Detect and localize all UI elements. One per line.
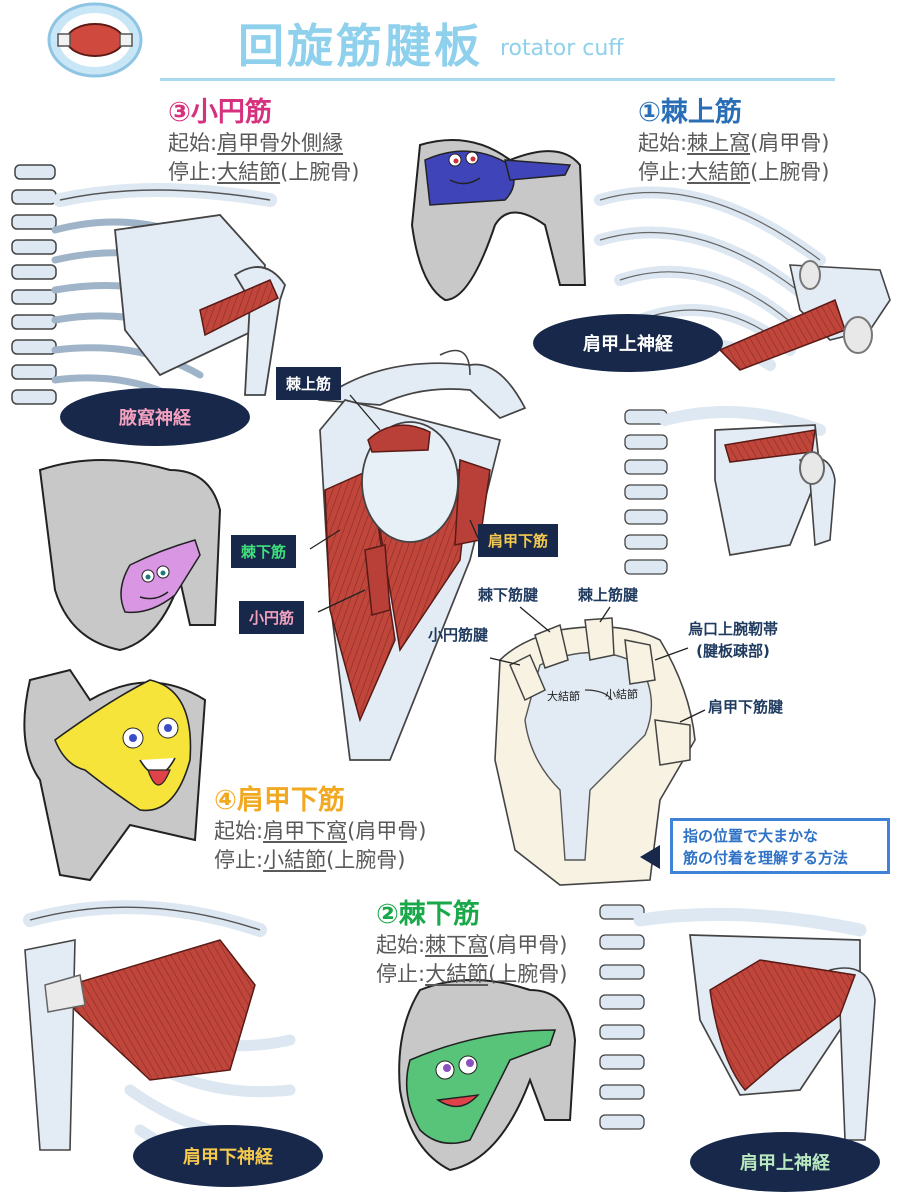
header-divider [160,78,835,81]
supraspinatus-info: ①棘上筋 起始:棘上窩(肩甲骨) 停止:大結節(上腕骨) [638,90,829,187]
subscapularis-character-figure [23,668,207,882]
ligament-label-group: 烏口上腕靭帯 (腱板疎部) [688,618,778,662]
suprascapular-nerve-label-top: 肩甲上神経 [533,314,723,372]
subscapularis-anterior-figure [23,900,296,1181]
center-label-supraspinatus: 棘上筋 [276,367,342,400]
supraspinatus-character-figure [410,139,587,302]
tendon-label-supraspinatus: 棘上筋腱 [578,586,639,604]
note-line-2: 筋の付着を理解する方法 [683,849,849,867]
ligament-label-coracohumeral: 烏口上腕靭帯 [688,620,779,638]
teres-minor-posterior-figure [11,164,286,405]
infraspinatus-title: ②棘下筋 [376,899,480,930]
infraspinatus-character-figure [398,979,577,1172]
teres-minor-title: ③小円筋 [168,97,272,128]
note-pointer-icon [640,845,660,869]
teres-minor-character-figure [38,459,222,652]
tendon-label-teres-minor: 小円筋腱 [428,626,489,644]
supraspinatus-posterior-figure [624,406,836,575]
teres-minor-insertion: 停止:大結節(上腕骨) [168,160,360,184]
center-label-teres-minor: 小円筋 [239,601,305,634]
infraspinatus-origin: 起始:棘下窩(肩甲骨) [376,933,568,957]
center-label-infraspinatus: 棘下筋 [231,535,297,568]
hand-analogy-figure [494,617,696,886]
tendon-label-subscapularis: 肩甲下筋腱 [708,698,784,716]
subscapular-nerve-label: 肩甲下神経 [133,1125,323,1187]
page-subtitle: rotator cuff [500,36,624,61]
lesser-tubercle-hand-label: 小結節 [605,687,638,701]
infraspinatus-info: ②棘下筋 起始:棘下窩(肩甲骨) 停止:大結節(上腕骨) [376,892,567,989]
ligament-label-rotator-interval: (腱板疎部) [696,642,770,660]
subscapularis-origin: 起始:肩甲下窩(肩甲骨) [214,819,427,843]
supraspinatus-ribcage-figure [594,186,891,371]
leader-lines [309,394,706,723]
teres-minor-origin: 起始:肩甲骨外側縁 [168,131,344,155]
teres-minor-info: ③小円筋 起始:肩甲骨外側縁 停止:大結節(上腕骨) [168,90,359,187]
tendon-label-infraspinatus: 棘下筋腱 [478,586,539,604]
subscapularis-title: ④肩甲下筋 [214,785,345,816]
supraspinatus-origin: 起始:棘上窩(肩甲骨) [638,131,830,155]
center-label-subscapularis: 肩甲下筋 [478,524,559,557]
supraspinatus-insertion: 停止:大結節(上腕骨) [638,160,830,184]
hand-method-note: 指の位置で大まかな 筋の付着を理解する方法 [670,818,890,874]
note-line-1: 指の位置で大まかな [683,827,819,845]
subscapularis-info: ④肩甲下筋 起始:肩甲下窩(肩甲骨) 停止:小結節(上腕骨) [214,778,426,875]
axillary-nerve-label: 腋窩神経 [60,388,250,446]
logo-muscle-icon [47,2,143,78]
supraspinatus-title: ①棘上筋 [638,97,742,128]
infraspinatus-insertion: 停止:大結節(上腕骨) [376,962,568,986]
infraspinatus-posterior-figure [599,904,876,1141]
page-title: 回旋筋腱板 [238,19,483,73]
subscapularis-insertion: 停止:小結節(上腕骨) [214,848,406,872]
rotator-cuff-central-figure [317,349,527,761]
suprascapular-nerve-label-bottom: 肩甲上神経 [690,1132,880,1192]
greater-tubercle-hand-label: 大結節 [547,689,580,703]
